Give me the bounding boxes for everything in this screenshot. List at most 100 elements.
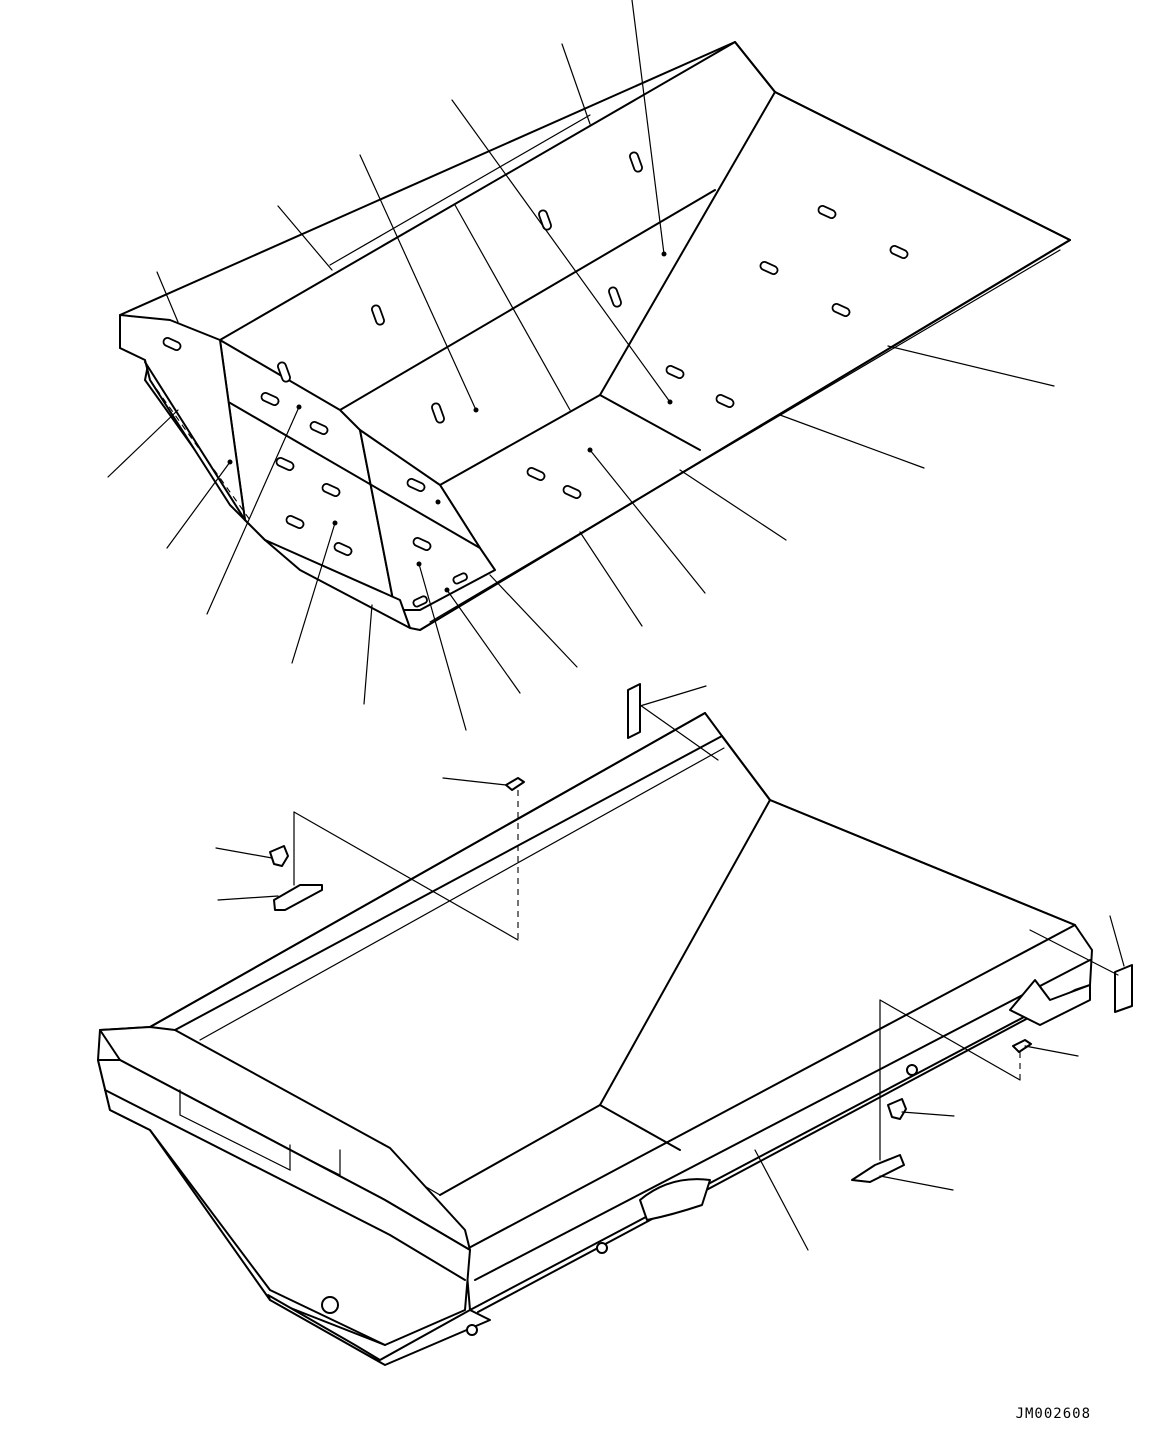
slot-mark (309, 420, 329, 436)
slot-mark (452, 572, 468, 585)
body-front-beam-line (104, 1089, 466, 1281)
leader-line (679, 469, 787, 541)
body-floor-edge (439, 1104, 681, 1196)
body-bottom-plate (267, 1294, 491, 1366)
slot-mark (831, 302, 851, 318)
leader-line (442, 777, 507, 786)
leader-line (291, 522, 336, 664)
slot-mark (431, 402, 445, 424)
rear-bumper (1009, 979, 1091, 1026)
body-right-rail-top (464, 924, 1076, 1251)
leader-line (1024, 1045, 1079, 1057)
leader-line (779, 414, 925, 469)
leader-line (217, 895, 279, 901)
liner-outline (119, 41, 1071, 631)
slot-mark (285, 514, 305, 530)
leader-line (589, 449, 706, 594)
rear-plate-part (1114, 964, 1133, 1013)
leader-line (489, 574, 578, 668)
slot-mark (412, 536, 432, 552)
bracket-part (273, 884, 323, 911)
bolt-icon (466, 1324, 478, 1336)
body-left-rail-top (149, 712, 706, 1028)
slot-mark (608, 286, 622, 308)
leader-line (631, 0, 665, 255)
slot-mark (321, 482, 341, 498)
slot-mark (759, 260, 779, 276)
slot-mark (817, 204, 837, 220)
callout-dot (435, 499, 441, 505)
assembly-line (879, 999, 1021, 1081)
liner-floor-edge (439, 394, 701, 486)
leader-line (639, 685, 707, 707)
liner-front-fold (224, 399, 481, 549)
leader-line (418, 563, 467, 731)
slot-mark (277, 361, 291, 383)
body-left-rail-edge (199, 747, 725, 1041)
lower-body-assembly (97, 683, 1133, 1366)
slot-mark (371, 304, 385, 326)
leader-lines-lower (149, 685, 1125, 1291)
assembly-line (293, 811, 519, 941)
slot-mark (162, 336, 182, 352)
leader-line (887, 345, 1055, 387)
slot-mark (629, 151, 643, 173)
liner-rail-top (419, 239, 1071, 631)
leader-line (901, 1111, 955, 1117)
leader-line (754, 1149, 809, 1251)
leader-line (359, 154, 477, 411)
leader-line (1109, 915, 1125, 967)
slot-mark (333, 541, 353, 557)
leader-line (363, 604, 373, 705)
slot-mark (406, 477, 426, 493)
leader-line (446, 589, 521, 694)
liner-lower-strip (264, 539, 411, 629)
assembly-line (1029, 929, 1119, 976)
body-rear-fold (599, 799, 771, 1106)
liner-corner-hidden (149, 379, 251, 521)
leader-line (206, 406, 300, 615)
bracket-part (851, 1154, 905, 1183)
leader-line (149, 1129, 271, 1291)
beam-opening-1 (179, 1089, 291, 1171)
rubber-stop-icon (269, 845, 289, 867)
liner-side-top-edge (219, 41, 736, 341)
leader-line (561, 43, 591, 125)
bolt-icon (596, 1242, 608, 1254)
slot-mark (715, 393, 735, 409)
liner-corner-plate (119, 314, 246, 521)
upper-liner-assembly (107, 0, 1071, 731)
slot-mark (275, 456, 295, 472)
liner-rail-inner (429, 249, 1061, 623)
liner-side-bottom-edge (339, 189, 716, 411)
body-left-rail-inner (174, 735, 723, 1031)
slot-mark (412, 595, 428, 608)
leader-line (107, 409, 179, 478)
leader-lines-upper (107, 0, 1055, 731)
slot-mark (665, 364, 685, 380)
body-front-beam-face (97, 1059, 471, 1346)
drawing-code-label: JM002608 (1015, 1406, 1091, 1422)
bolt-icon (906, 1064, 918, 1076)
beam-opening-2 (289, 1149, 341, 1176)
pivot-bracket (639, 1178, 711, 1221)
slot-mark (889, 244, 909, 260)
side-plate-part (627, 683, 641, 739)
body-right-rail-mid (474, 959, 1091, 1281)
shim-part (505, 777, 525, 791)
liner-panel-seam-1 (454, 204, 571, 411)
leader-line (166, 461, 231, 549)
leader-line (879, 1175, 954, 1191)
slot-mark (538, 209, 552, 231)
leader-line (215, 847, 273, 859)
assembly-line (639, 704, 719, 761)
leader-line (277, 205, 333, 271)
leader-line (451, 99, 671, 403)
leader-line (156, 271, 179, 323)
assembly-lines (293, 704, 1119, 1161)
liner-corner-edge (144, 361, 246, 521)
liner-panel-seam-2 (329, 114, 591, 266)
rubber-stop-icon (887, 1098, 907, 1120)
